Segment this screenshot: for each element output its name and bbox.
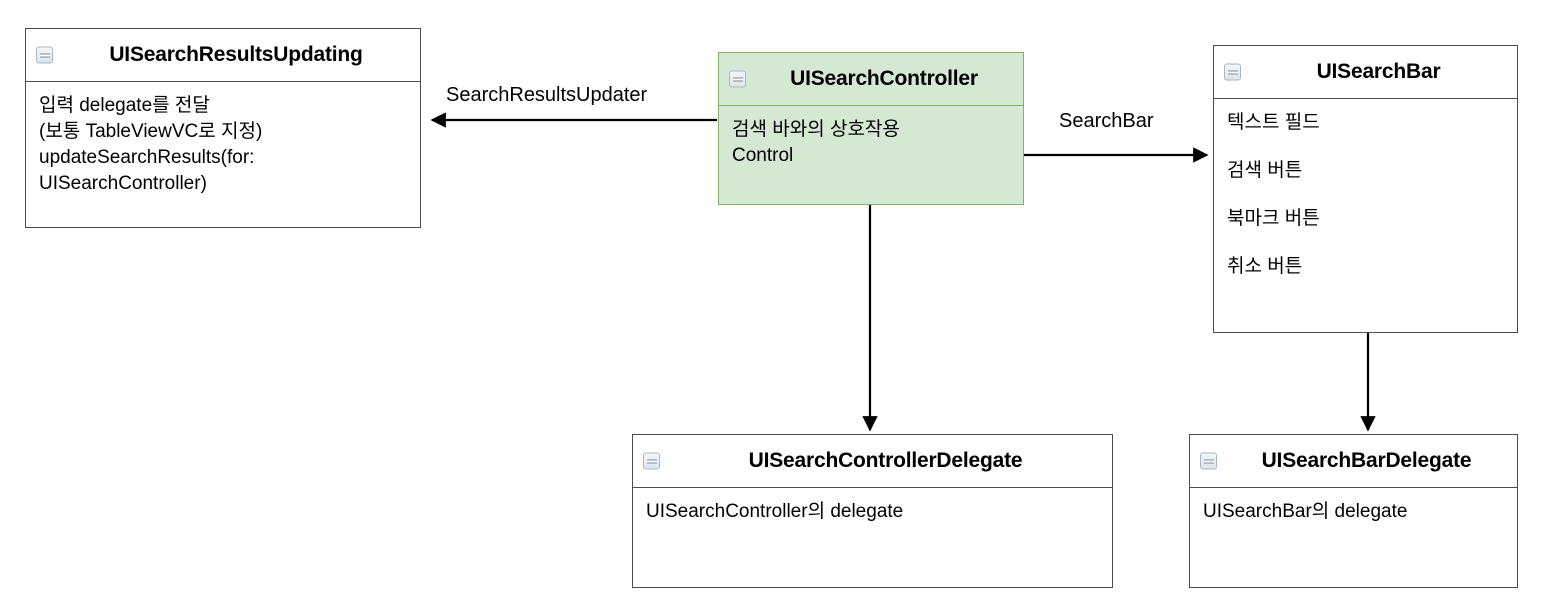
collapse-minus-icon[interactable] xyxy=(1200,452,1217,470)
uml-node-line: UISearchBar의 delegate xyxy=(1203,501,1408,522)
uml-node-title: UISearchBar xyxy=(1316,60,1441,83)
uml-node-body: 검색 바와의 상호작용 Control xyxy=(719,106,1023,204)
collapse-minus-icon[interactable] xyxy=(729,70,746,88)
uml-node-line: UISearchController의 delegate xyxy=(646,501,904,522)
uml-node-body: 텍스트 필드 검색 버튼 북마크 버튼 취소 버튼 xyxy=(1214,99,1517,332)
edge-label-search-bar: SearchBar xyxy=(1055,110,1158,133)
uml-node-line: 북마크 버튼 xyxy=(1227,208,1320,229)
uml-node-title: UISearchController xyxy=(790,67,978,90)
uml-node-header: UISearchControllerDelegate xyxy=(633,435,1112,488)
uml-node-title: UISearchBarDelegate xyxy=(1261,449,1472,472)
collapse-minus-icon[interactable] xyxy=(643,452,660,470)
uml-node-header: UISearchBarDelegate xyxy=(1190,435,1517,488)
uml-node-ui-search-controller-delegate[interactable]: UISearchControllerDelegate UISearchContr… xyxy=(632,434,1113,588)
uml-node-ui-search-bar[interactable]: UISearchBar 텍스트 필드 검색 버튼 북마크 버튼 취소 버튼 xyxy=(1213,45,1518,333)
uml-node-title: UISearchResultsUpdating xyxy=(109,43,363,66)
uml-node-body: UISearchBar의 delegate xyxy=(1190,488,1517,587)
uml-node-line: 취소 버튼 xyxy=(1227,256,1303,277)
edge-label-search-results-updater: SearchResultsUpdater xyxy=(442,84,652,107)
uml-node-header: UISearchResultsUpdating xyxy=(26,29,420,82)
uml-node-line: Control xyxy=(732,145,794,166)
uml-node-line: 입력 delegate를 전달 xyxy=(39,95,210,116)
uml-node-ui-search-results-updating[interactable]: UISearchResultsUpdating 입력 delegate를 전달 … xyxy=(25,28,421,228)
uml-node-line: (보통 TableViewVC로 지정) xyxy=(39,121,263,142)
uml-node-line: UISearchController) xyxy=(39,173,207,194)
uml-node-header: UISearchController xyxy=(719,53,1023,106)
uml-node-body: UISearchController의 delegate xyxy=(633,488,1112,587)
uml-node-ui-search-controller[interactable]: UISearchController 검색 바와의 상호작용 Control xyxy=(718,52,1024,205)
uml-node-line: 텍스트 필드 xyxy=(1227,112,1320,133)
uml-node-line: 검색 바와의 상호작용 xyxy=(732,119,900,140)
uml-node-body: 입력 delegate를 전달 (보통 TableViewVC로 지정) upd… xyxy=(26,82,420,227)
uml-node-ui-search-bar-delegate[interactable]: UISearchBarDelegate UISearchBar의 delegat… xyxy=(1189,434,1518,588)
uml-node-line: updateSearchResults(for: xyxy=(39,147,255,168)
collapse-minus-icon[interactable] xyxy=(1224,63,1241,81)
uml-node-header: UISearchBar xyxy=(1214,46,1517,99)
uml-node-line: 검색 버튼 xyxy=(1227,160,1303,181)
collapse-minus-icon[interactable] xyxy=(36,46,53,64)
uml-node-title: UISearchControllerDelegate xyxy=(748,449,1023,472)
